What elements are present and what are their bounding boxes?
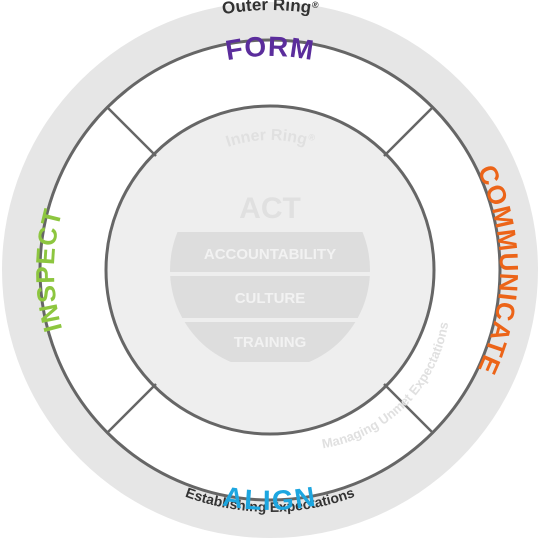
outer-ring-title-text: Outer Ring® [221, 0, 320, 18]
inner-layer-stack [170, 232, 370, 362]
layer-band-2 [170, 276, 370, 318]
step-align-label: ALIGN [221, 481, 317, 517]
inner-layer-1: ACCOUNTABILITY [204, 246, 336, 263]
outer-ring-mark: ® [311, 0, 320, 10]
step-form-text: FORM [223, 31, 316, 66]
divider-bottom-left [107, 383, 157, 433]
inner-heading: ACT [239, 192, 301, 225]
layer-band-1 [170, 232, 370, 272]
divider-top-right [383, 107, 433, 157]
divider-top-left [107, 107, 157, 157]
step-form-label: FORM [223, 31, 315, 66]
inner-ring-mark: ® [307, 132, 317, 144]
inner-layer-2: CULTURE [235, 290, 306, 307]
divider-bottom-right [383, 383, 433, 433]
step-align-text: ALIGN [221, 481, 319, 517]
step-dividers [107, 107, 433, 433]
inner-layer-3: TRAINING [234, 334, 307, 351]
outer-ring-title: Outer Ring [221, 0, 313, 18]
